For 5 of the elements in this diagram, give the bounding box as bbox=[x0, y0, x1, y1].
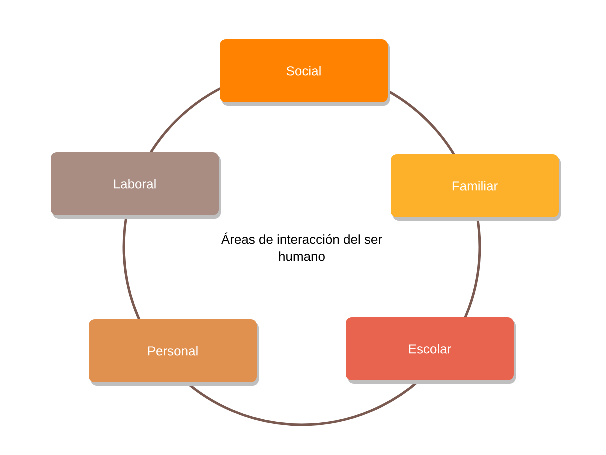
category-box: Laboral bbox=[51, 152, 219, 216]
category-box: Social bbox=[220, 40, 388, 102]
category-box: Familiar bbox=[391, 154, 559, 218]
category-box: Personal bbox=[89, 320, 257, 382]
category-box: Escolar bbox=[346, 318, 514, 380]
